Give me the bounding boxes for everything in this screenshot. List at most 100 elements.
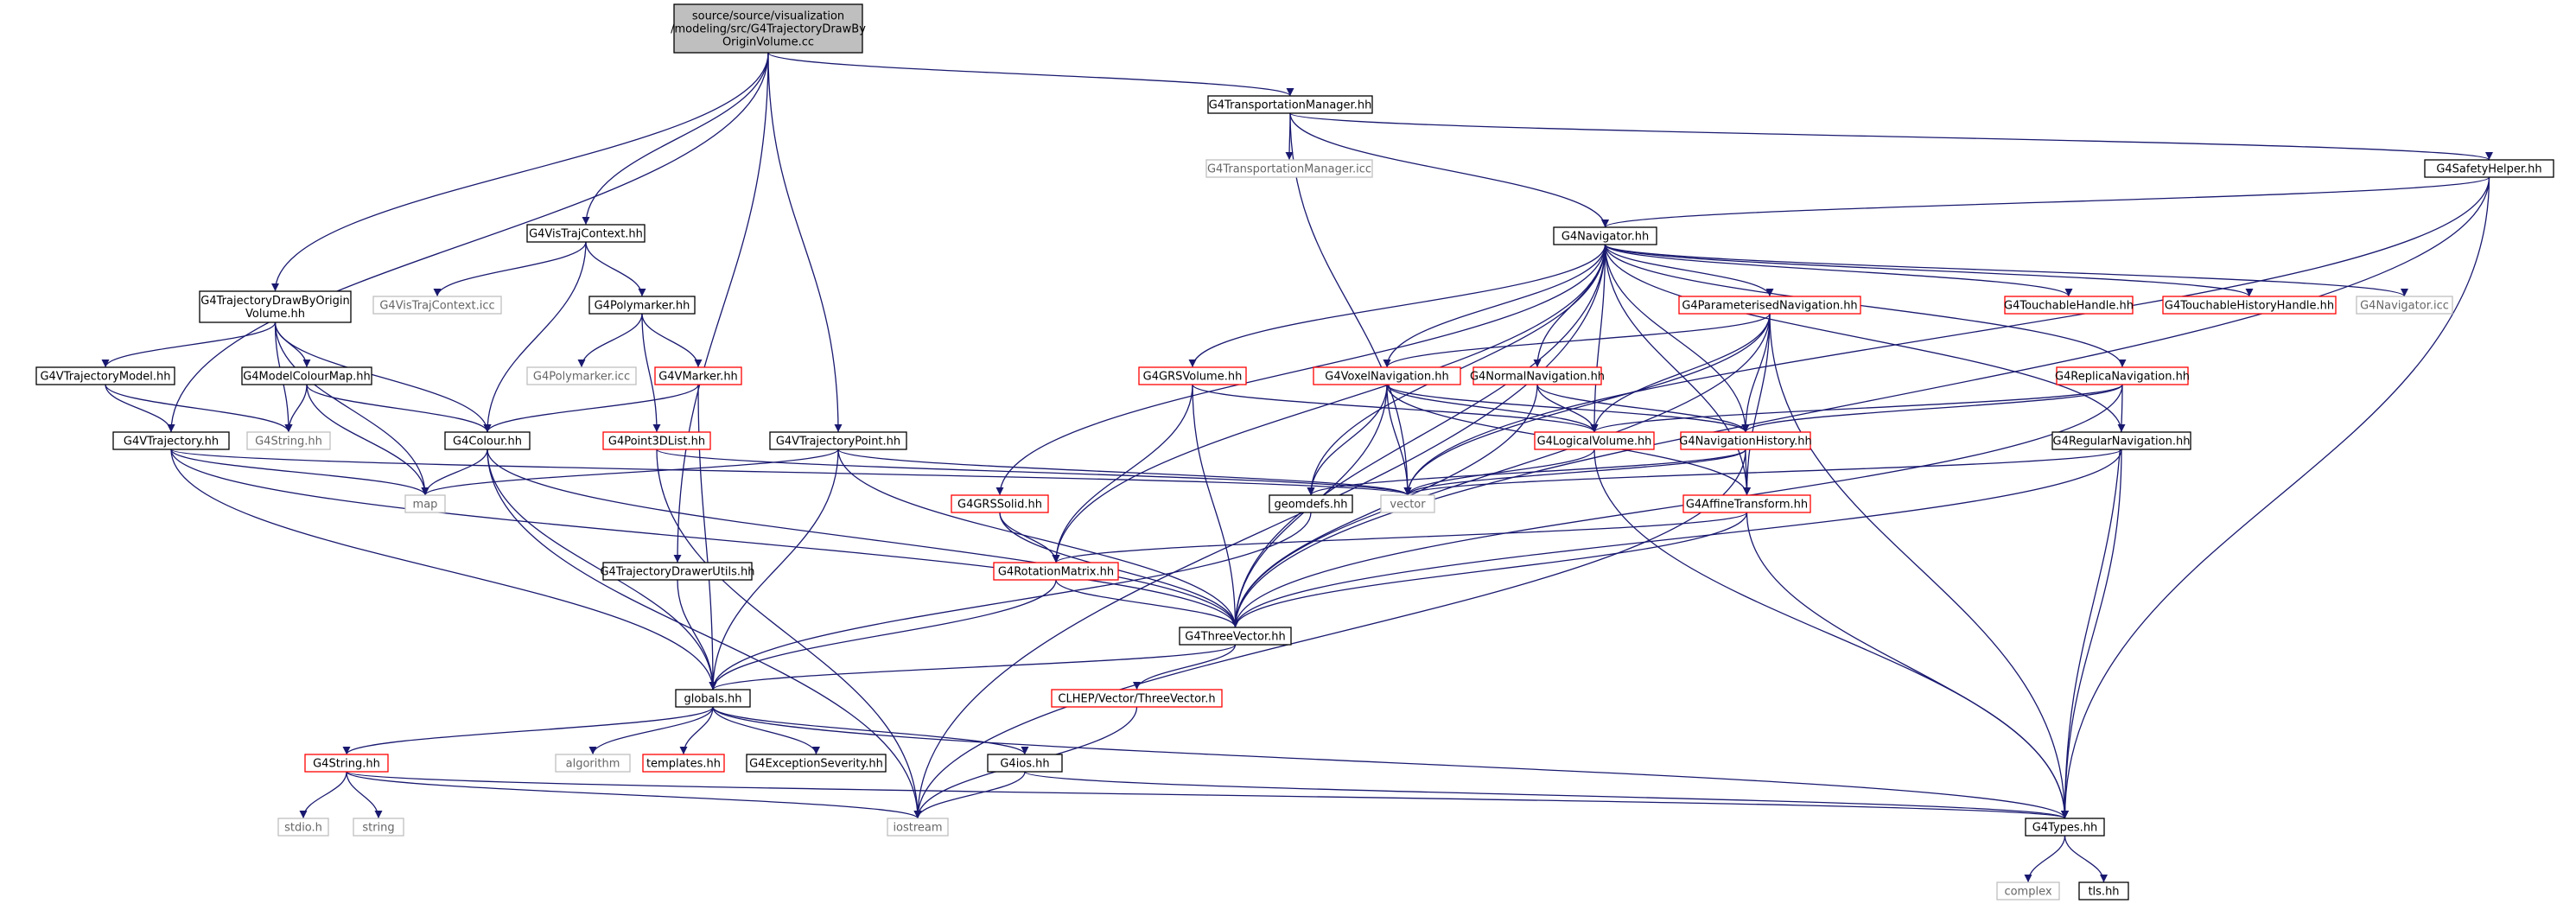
graph-node-nav[interactable]: G4Navigator.hh	[1553, 226, 1657, 245]
edge-path	[101, 321, 277, 368]
node-label: G4VisTrajContext.icc	[379, 300, 494, 313]
graph-node-grsvolume[interactable]: G4GRSVolume.hh	[1138, 366, 1247, 385]
graph-node-vtraj[interactable]: G4VTrajectory.hh	[112, 431, 230, 450]
graph-node-globals[interactable]: globals.hh	[675, 689, 751, 708]
edge-tmgr-to-nav	[1289, 112, 1609, 228]
edge-g4string-to-iostream	[346, 771, 922, 819]
graph-node-modelcolour[interactable]: G4ModelColourMap.hh	[241, 366, 372, 385]
edge-nav-to-touchhist	[1604, 244, 2254, 297]
graph-node-g4ios[interactable]: G4ios.hh	[987, 754, 1063, 773]
graph-node-replicanav[interactable]: G4ReplicaNavigation.hh	[2055, 366, 2190, 385]
graph-node-normalnav[interactable]: G4NormalNavigation.hh	[1470, 366, 1605, 385]
edge-vtraj-to-map	[170, 449, 429, 496]
edge-root-to-tdbov	[271, 52, 769, 292]
edge-path	[1383, 313, 1771, 368]
edge-logvol-to-vector	[1403, 449, 1595, 496]
edge-replicanav-to-navhist	[1741, 384, 2123, 433]
edge-path	[837, 449, 1239, 628]
edge-nav-to-regularnav	[1604, 244, 2126, 433]
node-box	[1051, 689, 1223, 708]
edge-g4types-to-tls	[2064, 835, 2108, 883]
node-label: OriginVolume.cc	[722, 36, 814, 49]
graph-node-threevec[interactable]: G4ThreeVector.hh	[1179, 627, 1292, 646]
graph-node-vtrajmodel[interactable]: G4VTrajectoryModel.hh	[35, 366, 175, 385]
edge-path	[1307, 449, 1746, 496]
node-box	[1680, 431, 1811, 450]
graph-node-iostream: iostream	[887, 818, 949, 837]
graph-node-regularnav[interactable]: G4RegularNavigation.hh	[2051, 431, 2191, 450]
graph-node-voxelnav[interactable]: G4VoxelNavigation.hh	[1313, 366, 1461, 385]
graph-node-point3d[interactable]: G4Point3DList.hh	[602, 431, 711, 450]
node-box	[746, 754, 887, 773]
edge-path	[170, 449, 717, 690]
edge-path	[767, 52, 1294, 97]
edge-path	[274, 321, 429, 496]
graph-node-grssolid[interactable]: G4GRSSolid.hh	[951, 494, 1049, 513]
edge-replicanav-to-logvol	[1590, 384, 2123, 433]
graph-node-tls[interactable]: tls.hh	[2078, 881, 2129, 900]
edge-logvol-to-g4types	[1593, 449, 2069, 819]
edge-path	[1604, 244, 2254, 297]
edge-path	[299, 771, 347, 819]
graph-node-clhep3v[interactable]: CLHEP/Vector/ThreeVector.h	[1051, 689, 1223, 708]
node-box	[1380, 494, 1435, 513]
edge-path	[170, 449, 1239, 628]
node-box	[526, 224, 646, 243]
graph-node-logvol[interactable]: G4LogicalVolume.hh	[1534, 431, 1655, 450]
edge-safety-to-nav	[1601, 176, 2490, 228]
node-box	[246, 431, 331, 450]
node-box	[951, 494, 1049, 513]
edge-path	[712, 706, 1029, 755]
graph-node-g4types[interactable]: G4Types.hh	[2025, 818, 2105, 837]
edge-affine-to-rotmatrix	[1052, 512, 1748, 563]
edge-paramnav-to-vector	[1403, 313, 1771, 496]
edge-colour-to-iostream	[487, 449, 922, 819]
node-label: Volume.hh	[245, 308, 305, 321]
edge-path	[709, 512, 1312, 690]
edge-replicanav-to-g4types	[2061, 384, 2123, 819]
node-box	[372, 296, 502, 315]
edge-paramnav-to-voxelnav	[1383, 313, 1771, 368]
edge-paramnav-to-g4types	[1769, 313, 2069, 819]
node-label: map	[413, 499, 438, 512]
graph-node-safety[interactable]: G4SafetyHelper.hh	[2424, 159, 2554, 178]
node-label: string	[362, 822, 394, 835]
graph-node-tmgr[interactable]: G4TransportationManager.hh	[1207, 95, 1373, 114]
graph-node-exceptsev[interactable]: G4ExceptionSeverity.hh	[746, 754, 887, 773]
edge-path	[1231, 244, 1606, 628]
graph-node-vtrajpoint[interactable]: G4VTrajectoryPoint.hh	[769, 431, 907, 450]
graph-node-templates[interactable]: templates.hh	[642, 754, 725, 773]
edge-modelcolour-to-map	[306, 384, 429, 496]
node-label: complex	[2004, 886, 2051, 899]
node-box	[35, 366, 175, 385]
graph-node-drawerutils[interactable]: G4TrajectoryDrawerUtils.hh	[600, 562, 755, 581]
node-label: G4Point3DList.hh	[608, 436, 705, 449]
edge-g4string-to-string	[346, 771, 383, 819]
node-label: G4ReplicaNavigation.hh	[2055, 371, 2190, 384]
graph-node-geomdefs[interactable]: geomdefs.hh	[1269, 494, 1353, 513]
edge-path	[677, 579, 717, 690]
edge-path	[673, 52, 769, 563]
graph-node-polymarker[interactable]: G4Polymarker.hh	[588, 296, 696, 315]
edge-globals-to-g4ios	[712, 706, 1029, 755]
edge-voxelnav-to-vector	[1386, 384, 1412, 496]
graph-node-vmarker[interactable]: G4VMarker.hh	[654, 366, 742, 385]
graph-node-vistraj[interactable]: G4VisTrajContext.hh	[526, 224, 646, 243]
edge-regularnav-to-threevec	[1231, 449, 2122, 628]
graph-node-paramnav[interactable]: G4ParameterisedNavigation.hh	[1678, 296, 1861, 315]
edge-path	[1403, 449, 1595, 496]
graph-node-touchhist[interactable]: G4TouchableHistoryHandle.hh	[2162, 296, 2337, 315]
graph-node-navhist[interactable]: G4NavigationHistory.hh	[1679, 431, 1812, 450]
edge-path	[837, 449, 1412, 496]
node-label: G4VisTrajContext.hh	[529, 228, 643, 241]
graph-node-g4string[interactable]: G4String.hh	[304, 754, 389, 773]
graph-node-g4string-ext: G4String.hh	[246, 431, 331, 450]
edge-path	[346, 771, 383, 819]
graph-node-affine[interactable]: G4AffineTransform.hh	[1682, 494, 1811, 513]
graph-node-touchhandle[interactable]: G4TouchableHandle.hh	[2004, 296, 2134, 315]
graph-node-rotmatrix[interactable]: G4RotationMatrix.hh	[993, 562, 1119, 581]
graph-node-colour[interactable]: G4Colour.hh	[444, 431, 531, 450]
edge-path	[712, 706, 820, 755]
node-label: G4TouchableHandle.hh	[2004, 300, 2134, 313]
